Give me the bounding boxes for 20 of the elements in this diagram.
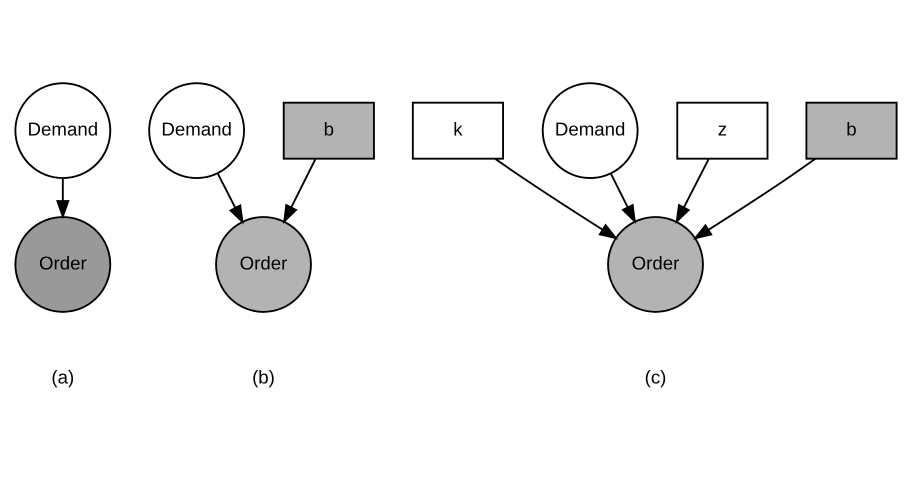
arrow: [56, 178, 70, 219]
node-box: b: [282, 101, 375, 160]
node-circle: Order: [14, 216, 112, 312]
label: (c): [644, 366, 666, 388]
arrow: [692, 158, 816, 240]
label: (b): [252, 366, 275, 388]
node-box: z: [676, 101, 768, 160]
node-circle: Order: [607, 216, 704, 312]
node-circle: Demand: [148, 82, 245, 179]
node-box: b: [805, 101, 898, 160]
arrow: [494, 157, 618, 240]
arrow: [610, 172, 636, 224]
node-box: k: [412, 101, 504, 160]
node-circle: Order: [215, 216, 312, 312]
arrow: [282, 158, 316, 224]
arrow: [216, 172, 244, 224]
arrow: [675, 158, 710, 224]
node-circle: Demand: [14, 82, 112, 179]
node-circle: Demand: [542, 82, 639, 179]
label: (a): [51, 366, 74, 388]
